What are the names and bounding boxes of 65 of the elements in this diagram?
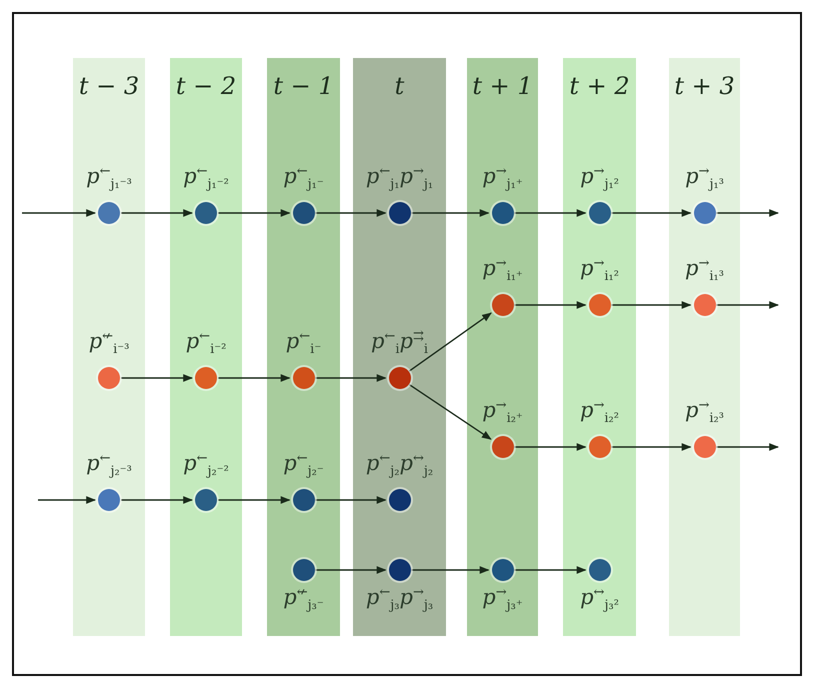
state-dot [195,489,217,511]
state-dot [492,559,514,581]
arrow [716,443,779,451]
time-column [563,58,636,636]
time-column [669,58,740,636]
arrow [316,374,386,382]
arrow [612,443,692,451]
state-dot [588,202,610,224]
arrow [38,496,96,504]
arrow [612,301,692,309]
arrow [408,312,492,372]
column-heading: t [394,72,406,100]
arrow [121,209,193,217]
column-heading: t − 2 [174,72,238,100]
state-dot [292,559,314,581]
state-dot [588,436,610,458]
arrow [316,496,386,504]
time-column [267,58,340,636]
state-dot [292,202,314,224]
state-dot [694,202,716,224]
state-dot [292,367,314,389]
arrow [316,566,386,574]
arrow [514,209,586,217]
state-dot [388,489,410,511]
state-dot [588,294,610,316]
time-column [170,58,242,636]
arrow [514,566,586,574]
arrow [716,209,779,217]
state-dot [492,294,514,316]
column-heading: t − 1 [272,72,335,100]
state-dot [98,202,120,224]
arrow [218,374,290,382]
arrow [121,496,193,504]
state-dot [292,489,314,511]
state-dot [694,294,716,316]
state-dot [195,367,217,389]
arrow [514,443,586,451]
state-dot [388,559,410,581]
arrow [316,209,386,217]
state-dot [195,202,217,224]
arrow [412,209,490,217]
column-heading: t + 2 [568,72,631,100]
arrow [412,566,490,574]
arrow [514,301,586,309]
arrow [218,209,290,217]
time-column [73,58,145,636]
state-dot [694,436,716,458]
arrow [409,384,492,440]
state-dot [98,367,120,389]
column-heading: t + 3 [673,72,736,100]
state-dot [388,367,410,389]
arrow [612,209,692,217]
time-column [353,58,446,636]
state-dot [588,559,610,581]
state-dot [492,436,514,458]
state-dot [98,489,120,511]
arrow [22,209,96,217]
column-heading: t − 3 [78,72,140,100]
column-heading: t + 1 [471,72,534,100]
time-column [467,58,538,636]
arrow [716,301,779,309]
arrow [121,374,193,382]
arrow [218,496,290,504]
state-dot [388,202,410,224]
state-dot [492,202,514,224]
